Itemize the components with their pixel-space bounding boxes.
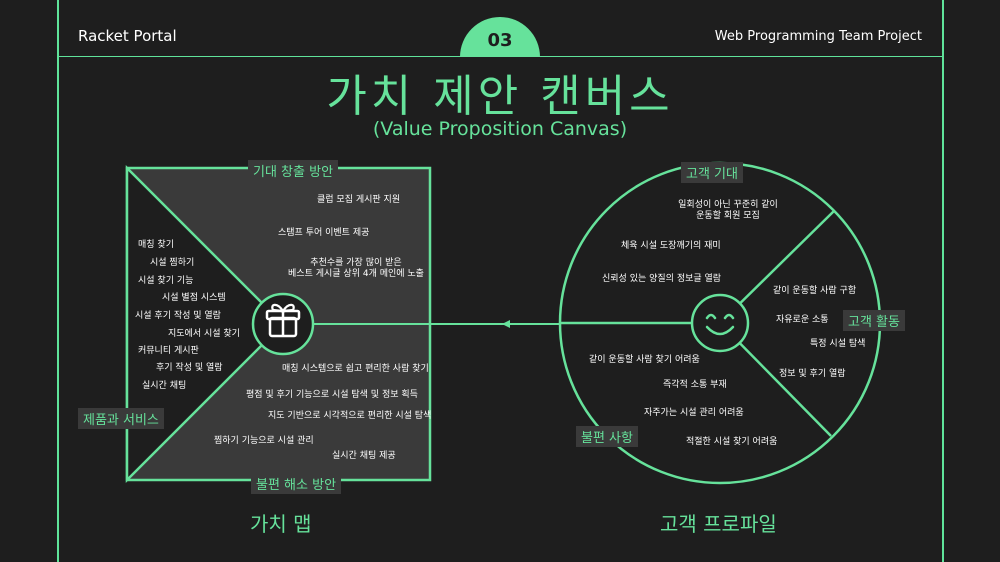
- customer-pain-item: 같이 운동할 사람 찾기 어려움: [589, 355, 700, 365]
- gift-icon: [251, 292, 315, 356]
- product-item: 시설 찜하기: [150, 258, 195, 268]
- customer-jobs-label: 고객 활동: [843, 310, 905, 331]
- customer-gains-label: 고객 기대: [681, 162, 743, 183]
- customer-pains-label: 불편 사항: [576, 426, 638, 447]
- pain-reliever-item: 찜하기 기능으로 시설 관리: [214, 436, 314, 446]
- pain-relievers-label: 불편 해소 방안: [251, 473, 342, 494]
- page-subtitle: (Value Proposition Canvas): [372, 118, 628, 140]
- smiley-icon: [690, 293, 750, 353]
- customer-gain-item: 운동할 회원 모집: [696, 211, 760, 221]
- customer-profile-caption: 고객 프로파일: [660, 512, 777, 536]
- gain-creator-item: 베스트 게시글 상위 4개 메인에 노출: [288, 269, 424, 279]
- customer-job-item: 자유로운 소통: [776, 315, 829, 325]
- product-item: 후기 작성 및 열람: [156, 363, 223, 373]
- product-item: 시설 찾기 기능: [138, 276, 194, 286]
- brand-title: Racket Portal: [78, 27, 177, 45]
- customer-job-item: 정보 및 후기 열람: [779, 369, 846, 379]
- pain-reliever-item: 지도 기반으로 시각적으로 편리한 시설 탐색: [268, 411, 432, 421]
- customer-gain-item: 체육 시설 도장깨기의 재미: [621, 241, 721, 251]
- customer-pain-item: 적절한 시설 찾기 어려움: [686, 437, 778, 447]
- pain-reliever-item: 매칭 시스템으로 쉽고 편리한 사람 찾기: [282, 364, 429, 374]
- customer-job-item: 같이 운동할 사람 구함: [773, 286, 857, 296]
- pain-reliever-item: 평점 및 후기 기능으로 시설 탐색 및 정보 획득: [246, 390, 418, 400]
- frame-left-line: [57, 0, 59, 562]
- customer-gain-item: 신뢰성 있는 양질의 정보글 열람: [602, 274, 722, 284]
- customer-job-item: 특정 시설 탐색: [810, 339, 866, 349]
- product-item: 시설 별점 시스템: [162, 293, 226, 303]
- products-label: 제품과 서비스: [78, 408, 164, 429]
- connector-arrowhead: [502, 320, 510, 328]
- gain-creators-label: 기대 창출 방안: [248, 160, 339, 181]
- product-item: 실시간 채팅: [142, 381, 187, 391]
- project-title: Web Programming Team Project: [714, 29, 922, 44]
- customer-pain-item: 즉각적 소통 부재: [663, 380, 727, 390]
- customer-gain-item: 일회성이 아닌 꾸준히 같이: [678, 200, 778, 210]
- product-item: 커뮤니티 게시판: [138, 346, 199, 356]
- gain-creator-item: 추천수를 가장 많이 받은: [310, 258, 402, 268]
- value-map-caption: 가치 맵: [250, 512, 312, 536]
- gain-creator-item: 스탬프 투어 이벤트 제공: [278, 228, 370, 238]
- product-item: 지도에서 시설 찾기: [168, 329, 240, 339]
- product-triangle: [125, 164, 285, 484]
- gain-creator-item: 클럽 모집 게시판 지원: [317, 195, 401, 205]
- customer-pain-item: 자주가는 시설 관리 어려움: [644, 408, 744, 418]
- product-item: 시설 후기 작성 및 열람: [135, 311, 221, 321]
- page-title: 가치 제안 캔버스: [326, 71, 674, 122]
- pain-reliever-item: 실시간 채팅 제공: [332, 451, 396, 461]
- frame-right-line: [942, 0, 944, 562]
- product-item: 매칭 찾기: [138, 240, 174, 250]
